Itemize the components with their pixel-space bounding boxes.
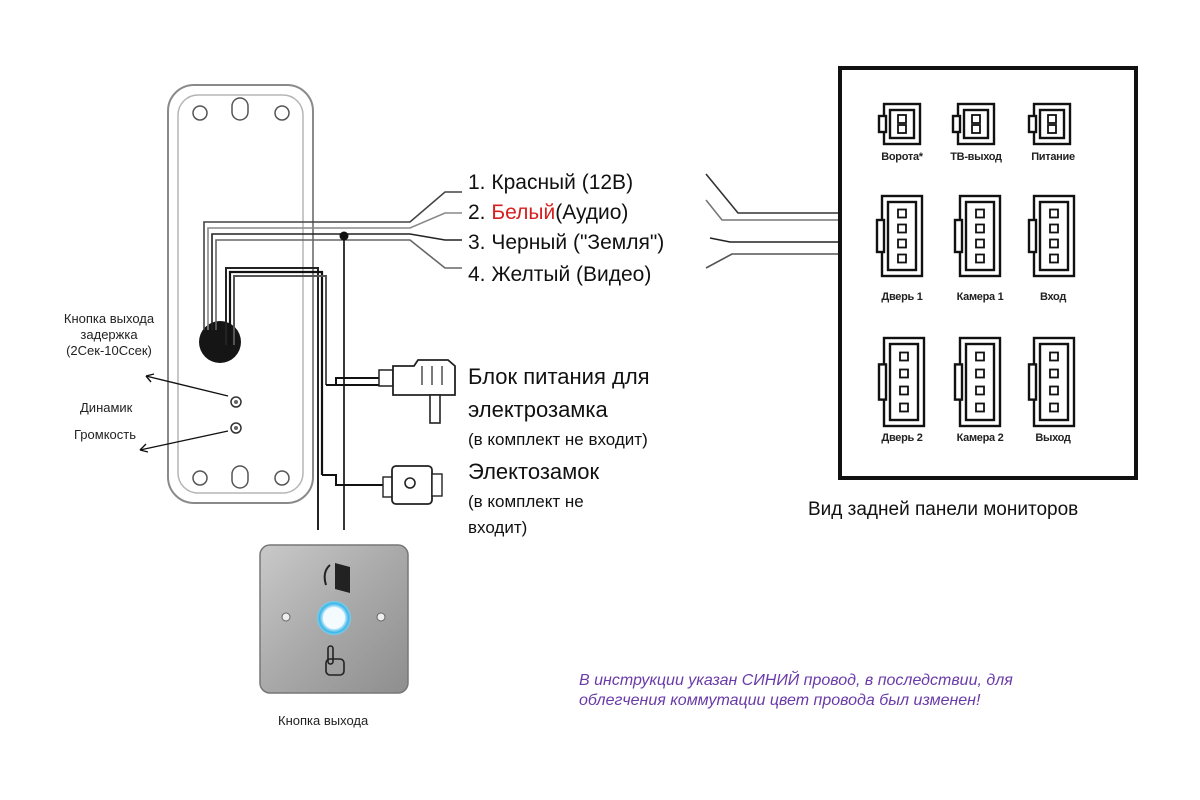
speaker-label: Динамик bbox=[80, 400, 133, 415]
mount-slot-icon bbox=[231, 465, 249, 489]
connector-socket-icon bbox=[875, 194, 924, 278]
screw-icon bbox=[192, 470, 208, 486]
lock-note: (в комплект не bbox=[468, 492, 584, 511]
lock-note-2: входит) bbox=[468, 518, 528, 537]
connector-socket-icon bbox=[877, 336, 926, 428]
monitor-panel-caption: Вид задней панели мониторов bbox=[808, 499, 1079, 520]
connector-socket-icon bbox=[1027, 194, 1076, 278]
power-supply-note: (в комплект не входит) bbox=[468, 430, 648, 449]
junction-dot bbox=[339, 231, 349, 241]
exit-delay-label: Кнопка выхода задержка (2Сек-10Ссек) bbox=[63, 311, 155, 358]
connector-label: Дверь 1 bbox=[881, 291, 923, 303]
connector-label: ТВ-выход bbox=[950, 151, 1002, 163]
screw-icon bbox=[274, 470, 290, 486]
label-leaders bbox=[139, 373, 229, 453]
connector-grid bbox=[875, 102, 1076, 428]
wire-color-note: В инструкции указан СИНИЙ провод, в посл… bbox=[579, 672, 1013, 709]
connector-label: Камера 1 bbox=[956, 291, 1004, 303]
connector-label: Камера 2 bbox=[956, 432, 1004, 444]
door-open-icon bbox=[323, 563, 350, 593]
connector-socket-icon bbox=[1027, 102, 1072, 146]
electric-lock-icon bbox=[382, 465, 443, 505]
wire-label-yellow: 4. Желтый (Видео) bbox=[468, 263, 652, 286]
screw-icon bbox=[192, 105, 208, 121]
connector-socket-icon bbox=[953, 336, 1002, 428]
connector-socket-icon bbox=[951, 102, 996, 146]
call-panel bbox=[167, 84, 314, 504]
wire-label-red: 1. Красный (12В) bbox=[468, 171, 634, 194]
power-supply-icon bbox=[378, 359, 456, 424]
connector-socket-icon bbox=[953, 194, 1002, 278]
mount-slot-icon bbox=[231, 97, 249, 121]
connector-label: Ворота* bbox=[881, 151, 923, 163]
connector-label: Питание bbox=[1031, 151, 1075, 163]
exit-button-caption: Кнопка выхода bbox=[278, 713, 369, 728]
power-supply-title-2: электрозамка bbox=[468, 397, 608, 422]
power-supply-title: Блок питания для bbox=[468, 364, 650, 389]
monitor-wires bbox=[705, 173, 846, 269]
connector-label: Вход bbox=[1040, 291, 1066, 303]
wire-label-black: 3. Черный ("Земля") bbox=[468, 231, 665, 254]
lock-title: Электозамок bbox=[468, 459, 600, 484]
hand-press-icon bbox=[325, 645, 345, 676]
exit-button-plate bbox=[259, 544, 409, 694]
volume-label: Громкость bbox=[74, 427, 136, 442]
screw-icon bbox=[274, 105, 290, 121]
connector-label: Выход bbox=[1035, 432, 1071, 444]
connector-socket-icon bbox=[877, 102, 922, 146]
connector-socket-icon bbox=[1027, 336, 1076, 428]
wire-label-white: 2. Белый(Аудио) bbox=[468, 201, 629, 224]
connector-label: Дверь 2 bbox=[881, 432, 923, 444]
